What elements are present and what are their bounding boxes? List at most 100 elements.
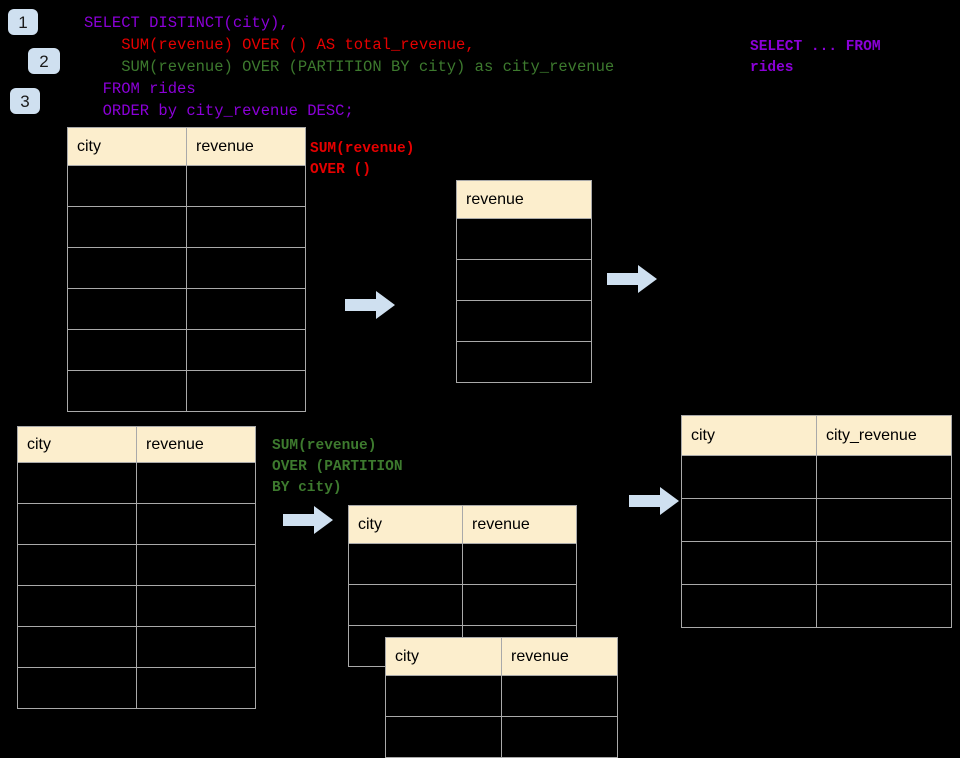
- table-row: [456, 300, 592, 342]
- annotation-select-from: SELECT ... FROM rides: [750, 39, 881, 76]
- cell-revenue: [186, 206, 306, 248]
- sql-line-total-revenue: SUM(revenue) OVER () AS total_revenue,: [84, 36, 475, 54]
- cell-revenue: [186, 329, 306, 371]
- cell-revenue: [186, 247, 306, 289]
- table-row: [456, 259, 592, 301]
- table-row: [17, 585, 256, 627]
- cell-city: [67, 206, 187, 248]
- table-row: [681, 498, 952, 542]
- column-header-city-revenue: city_revenue: [816, 415, 952, 456]
- cell-revenue: [186, 370, 306, 412]
- cell-revenue: [136, 585, 256, 627]
- table-row: [67, 247, 306, 289]
- cell-city: [67, 288, 187, 330]
- step-badge-1-label: 1: [18, 12, 28, 32]
- cell-city-revenue: [816, 541, 952, 585]
- cell-city: [681, 541, 817, 585]
- cell-city: [67, 165, 187, 207]
- cell-city: [67, 247, 187, 289]
- table-row: [681, 584, 952, 628]
- cell-city: [17, 544, 137, 586]
- cell-revenue: [136, 462, 256, 504]
- cell-revenue: [186, 288, 306, 330]
- table-row: [67, 329, 306, 371]
- column-header-revenue: revenue: [456, 180, 592, 219]
- table-header-row: city revenue: [67, 127, 306, 166]
- rides-source-table: city revenue: [67, 127, 306, 412]
- cell-revenue: [456, 300, 592, 342]
- rides-source-table-partitioned: city revenue: [17, 426, 256, 709]
- city-revenue-result-table: city city_revenue: [681, 415, 952, 628]
- step-badge-2-label: 2: [39, 51, 49, 71]
- cell-revenue: [462, 543, 577, 585]
- cell-city: [67, 370, 187, 412]
- sql-line-city-revenue: SUM(revenue) OVER (PARTITION BY city) as…: [84, 58, 615, 76]
- step-badge-3-label: 3: [20, 91, 30, 111]
- table-row: [67, 370, 306, 412]
- table-row: [456, 341, 592, 383]
- table-header-row: city revenue: [385, 637, 618, 676]
- cell-city: [17, 626, 137, 668]
- cell-revenue: [136, 544, 256, 586]
- column-header-city: city: [348, 505, 463, 544]
- table-row: [17, 667, 256, 709]
- table-row: [348, 543, 577, 585]
- table-header-row: city revenue: [348, 505, 577, 544]
- total-revenue-table: revenue: [456, 180, 592, 383]
- table-row: [17, 503, 256, 545]
- cell-revenue: [501, 675, 618, 717]
- arrow-source-to-total: [345, 291, 395, 319]
- table-row: [17, 626, 256, 668]
- cell-revenue: [456, 218, 592, 260]
- sql-line-select: SELECT DISTINCT(city),: [84, 14, 289, 32]
- cell-city: [348, 584, 463, 626]
- table-row: [67, 288, 306, 330]
- arrow-partition-to-result: [629, 487, 679, 515]
- cell-city: [17, 503, 137, 545]
- cell-city: [17, 667, 137, 709]
- sql-line-order-by: ORDER by city_revenue DESC;: [84, 102, 354, 120]
- cell-revenue: [136, 626, 256, 668]
- cell-city-revenue: [816, 498, 952, 542]
- table-row: [385, 675, 618, 717]
- cell-revenue: [136, 667, 256, 709]
- column-header-revenue: revenue: [462, 505, 577, 544]
- table-row: [681, 455, 952, 499]
- table-row: [67, 165, 306, 207]
- cell-city-revenue: [816, 455, 952, 499]
- cell-city: [17, 462, 137, 504]
- cell-city: [17, 585, 137, 627]
- annotation-sum-over-empty: SUM(revenue) OVER (): [310, 141, 415, 178]
- sql-line-from: FROM rides: [84, 80, 196, 98]
- step-badge-2: 2: [28, 48, 60, 74]
- step-badge-1: 1: [8, 9, 38, 35]
- cell-revenue: [456, 259, 592, 301]
- cell-city: [385, 675, 502, 717]
- column-header-city: city: [681, 415, 817, 456]
- annotation-sum-over-partition: SUM(revenue) OVER (PARTITION BY city): [272, 438, 403, 496]
- column-header-revenue: revenue: [501, 637, 618, 676]
- cell-revenue: [186, 165, 306, 207]
- cell-city-revenue: [816, 584, 952, 628]
- table-header-row: city revenue: [17, 426, 256, 463]
- cell-city: [681, 498, 817, 542]
- table-row: [385, 716, 618, 758]
- table-row: [681, 541, 952, 585]
- table-header-row: revenue: [456, 180, 592, 219]
- step-badge-3: 3: [10, 88, 40, 114]
- cell-city: [385, 716, 502, 758]
- partition-group-b-table: city revenue: [385, 637, 618, 758]
- column-header-city: city: [67, 127, 187, 166]
- cell-city: [67, 329, 187, 371]
- table-row: [17, 544, 256, 586]
- table-row: [456, 218, 592, 260]
- column-header-city: city: [385, 637, 502, 676]
- cell-revenue: [456, 341, 592, 383]
- column-header-revenue: revenue: [136, 426, 256, 463]
- table-header-row: city city_revenue: [681, 415, 952, 456]
- table-row: [348, 584, 577, 626]
- column-header-revenue: revenue: [186, 127, 306, 166]
- cell-city: [348, 543, 463, 585]
- cell-revenue: [136, 503, 256, 545]
- cell-city: [681, 455, 817, 499]
